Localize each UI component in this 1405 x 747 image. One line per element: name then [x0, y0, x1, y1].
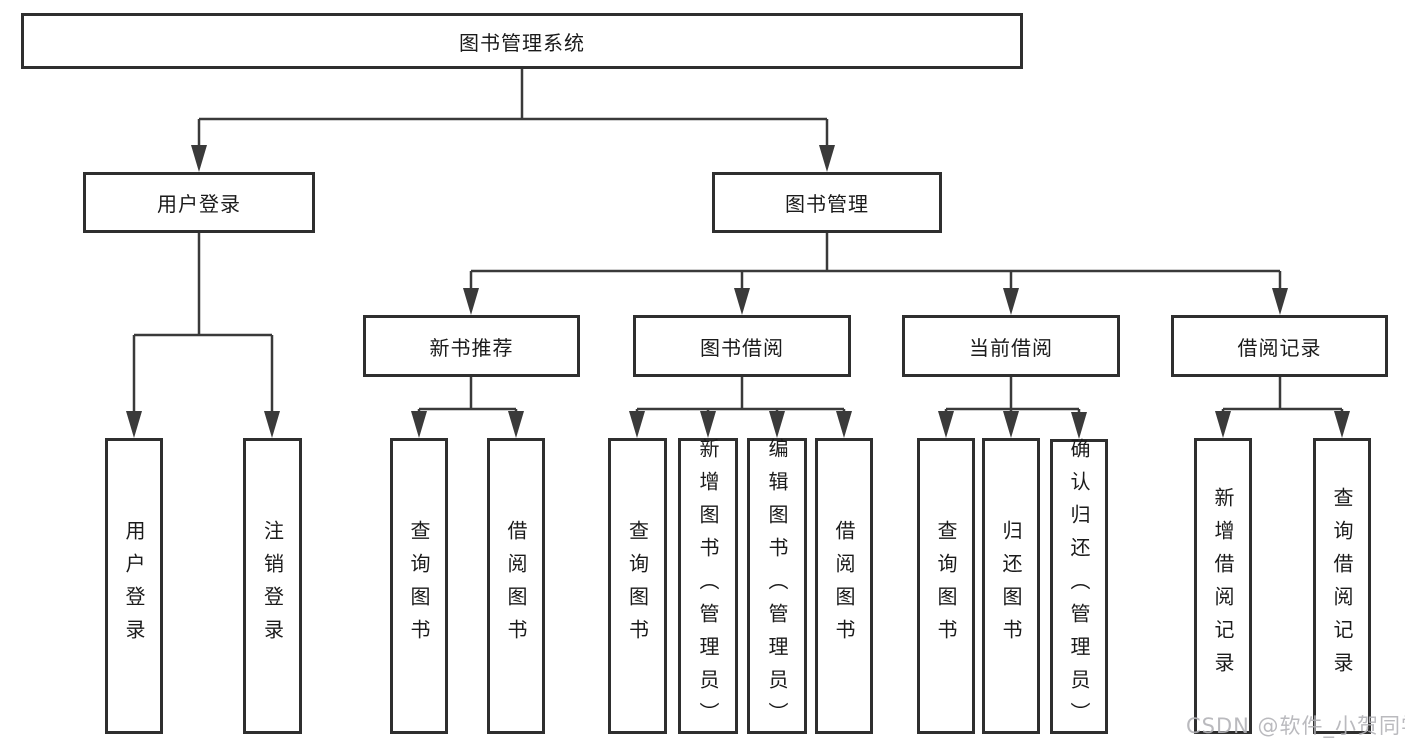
node-leaf-query-borrow-record: 查询借阅记录 [1313, 438, 1371, 734]
node-label: 图书借阅 [700, 335, 784, 360]
node-label: 借阅图书 [504, 520, 528, 652]
node-label: 当前借阅 [969, 335, 1053, 360]
node-leaf-query-books-2: 查询图书 [608, 438, 667, 734]
arrow-down-icon [264, 411, 280, 438]
node-current-borrowing: 当前借阅 [902, 315, 1120, 377]
node-leaf-logout: 注销登录 [243, 438, 302, 734]
node-leaf-return-book: 归还图书 [982, 438, 1040, 734]
node-leaf-borrow-books-1: 借阅图书 [487, 438, 545, 734]
node-label: 注销登录 [260, 520, 285, 652]
node-leaf-query-books-1: 查询图书 [390, 438, 448, 734]
node-label: 图书管理 [785, 192, 869, 216]
node-label: 查询图书 [625, 520, 650, 652]
node-leaf-borrow-books-2: 借阅图书 [815, 438, 873, 734]
arrow-down-icon [629, 411, 645, 438]
arrow-down-icon [1071, 412, 1087, 439]
node-label: 编辑图书（管理员） [765, 437, 789, 735]
node-label: 借阅图书 [832, 520, 856, 652]
node-user-login-group: 用户登录 [83, 172, 315, 233]
arrow-down-icon [700, 411, 716, 438]
node-label: 确认归还（管理员） [1067, 438, 1091, 735]
node-book-borrowing: 图书借阅 [633, 315, 851, 377]
arrow-down-icon [734, 288, 750, 315]
node-leaf-edit-book-admin: 编辑图书（管理员） [747, 437, 807, 735]
arrow-down-icon [126, 411, 142, 438]
node-new-book-recommend: 新书推荐 [363, 315, 580, 377]
node-root: 图书管理系统 [21, 13, 1023, 69]
arrow-down-icon [938, 411, 954, 438]
node-label: 新增借阅记录 [1211, 487, 1235, 685]
node-label: 归还图书 [999, 520, 1023, 652]
arrow-down-icon [836, 411, 852, 438]
node-label: 新增图书（管理员） [696, 437, 720, 735]
node-leaf-add-borrow-record: 新增借阅记录 [1194, 438, 1252, 734]
node-book-management: 图书管理 [712, 172, 942, 233]
arrow-down-icon [819, 145, 835, 172]
arrow-down-icon [769, 411, 785, 438]
node-leaf-query-books-3: 查询图书 [917, 438, 975, 734]
arrow-down-icon [1003, 288, 1019, 315]
arrow-down-icon [463, 288, 479, 315]
node-label: 新书推荐 [429, 335, 514, 360]
node-label: 用户登录 [157, 192, 241, 216]
node-borrowing-records: 借阅记录 [1171, 315, 1388, 377]
arrow-down-icon [1334, 411, 1350, 438]
arrow-down-icon [508, 411, 524, 438]
arrow-down-icon [191, 145, 207, 172]
node-leaf-user-login: 用户登录 [105, 438, 163, 734]
node-label: 图书管理系统 [459, 30, 585, 55]
watermark: CSDN @软件_小贺同学 [1186, 714, 1405, 738]
node-leaf-add-book-admin: 新增图书（管理员） [678, 437, 738, 735]
arrow-down-icon [1215, 411, 1231, 438]
arrow-down-icon [411, 411, 427, 438]
arrow-down-icon [1272, 288, 1288, 315]
node-label: 查询图书 [407, 520, 431, 652]
node-label: 查询借阅记录 [1330, 487, 1354, 685]
node-label: 查询图书 [934, 520, 958, 652]
node-leaf-confirm-return-admin: 确认归还（管理员） [1050, 438, 1108, 735]
node-label: 用户登录 [122, 520, 146, 652]
node-label: 借阅记录 [1237, 335, 1322, 360]
arrow-down-icon [1003, 411, 1019, 438]
